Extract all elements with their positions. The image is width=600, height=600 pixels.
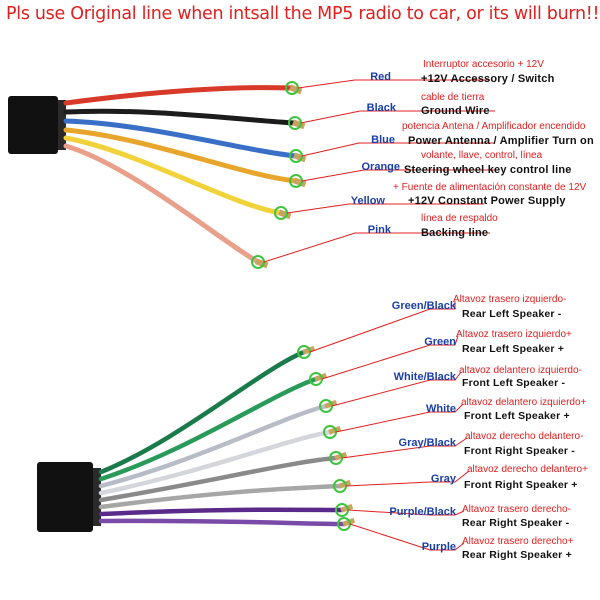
top-en-0: +12V Accessory / Switch xyxy=(421,73,555,85)
top-en-2: Power Antenna / Amplifier Turn on xyxy=(408,135,594,147)
bottom-es-2: altavoz delantero izquierdo- xyxy=(459,365,582,376)
wire-connector-icon xyxy=(334,451,348,461)
top-wire-3 xyxy=(63,127,299,184)
bottom-es-4: altavoz derecho delantero- xyxy=(465,431,584,442)
wire-connector-icon xyxy=(342,517,356,527)
wire-connector-icon xyxy=(328,425,342,435)
top-color-name-5: Pink xyxy=(367,224,391,236)
bottom-en-7: Rear Right Speaker + xyxy=(462,549,572,561)
top-color-name-4: Yellow xyxy=(350,195,385,207)
top-wire-4 xyxy=(63,135,284,216)
bottom-wire-2 xyxy=(98,403,329,489)
bottom-color-name-0: Green/Black xyxy=(391,300,456,312)
top-connector-collar xyxy=(58,100,66,150)
bottom-color-name-3: White xyxy=(426,403,456,415)
bottom-leader-6 xyxy=(347,509,465,516)
bottom-wire-0 xyxy=(98,349,307,475)
wire-connector-icon xyxy=(293,152,307,163)
bottom-en-6: Rear Right Speaker - xyxy=(462,517,570,529)
bottom-es-3: altavoz delantero izquierdo+ xyxy=(461,397,587,408)
bottom-leader-7 xyxy=(349,523,465,551)
wire-connector-icon xyxy=(338,479,352,489)
bottom-leader-4 xyxy=(341,437,468,459)
bottom-wire-6 xyxy=(98,507,345,517)
bottom-color-name-6: Purple/Black xyxy=(389,506,456,518)
bottom-wire-5 xyxy=(98,483,343,510)
wire-connector-icon xyxy=(255,258,269,269)
bottom-wire-1 xyxy=(98,376,319,482)
wire-connector-icon xyxy=(340,503,354,513)
wire-connector-icon xyxy=(293,177,307,188)
bottom-color-name-1: Green xyxy=(424,336,456,348)
bottom-color-name-4: Gray/Black xyxy=(398,437,456,449)
top-leader-3 xyxy=(301,169,499,182)
top-wire-0 xyxy=(63,85,295,106)
bottom-en-0: Rear Left Speaker - xyxy=(462,308,562,320)
bottom-es-7: Altavoz trasero derecho+ xyxy=(462,536,574,547)
bottom-color-name-5: Gray xyxy=(430,473,456,485)
wire-connector-icon xyxy=(314,372,328,382)
top-color-name-2: Blue xyxy=(371,134,395,146)
bottom-wire-7 xyxy=(98,518,347,527)
warning-banner: Pls use Original line when intsall the M… xyxy=(6,4,600,24)
top-es-1: cable de tierra xyxy=(421,92,485,103)
top-es-3: volante, llave, control, línea xyxy=(421,150,543,161)
top-es-0: Interruptor accesorio + 12V xyxy=(423,59,544,70)
top-es-4: + Fuente de alimentación constante de 12… xyxy=(393,182,587,193)
top-en-4: +12V Constant Power Supply xyxy=(408,195,566,207)
top-leader-2 xyxy=(301,142,494,157)
bottom-es-6: Altavoz trasero derecho- xyxy=(462,504,571,515)
top-wire-5 xyxy=(63,143,261,265)
bottom-wire-4 xyxy=(98,455,339,503)
bottom-wire-3 xyxy=(98,429,333,496)
top-es-5: línea de respaldo xyxy=(421,213,498,224)
bottom-es-1: Altavoz trasero izquierdo+ xyxy=(456,329,572,340)
bottom-leader-5 xyxy=(345,470,470,487)
bottom-en-5: Front Right Speaker + xyxy=(464,479,578,491)
wire-connector-icon xyxy=(292,119,306,130)
bottom-leader-3 xyxy=(335,403,464,433)
bottom-en-1: Rear Left Speaker + xyxy=(462,343,565,355)
wire-connector-icon xyxy=(324,399,338,409)
bottom-connector-block xyxy=(37,462,93,532)
bottom-color-name-2: White/Black xyxy=(393,371,456,383)
top-wire-2 xyxy=(63,118,299,159)
bottom-leader-0 xyxy=(309,301,456,353)
bottom-en-2: Front Left Speaker - xyxy=(462,377,566,389)
top-leader-0 xyxy=(297,79,490,89)
bottom-connector-collar xyxy=(93,468,101,526)
top-leader-1 xyxy=(300,110,495,124)
bottom-leader-2 xyxy=(331,371,462,407)
bottom-color-name-7: Purple xyxy=(421,541,456,553)
wire-connector-icon xyxy=(302,345,316,355)
bottom-es-5: altavoz derecho delantero+ xyxy=(467,464,588,475)
bottom-leader-1 xyxy=(321,335,459,380)
top-color-name-1: Black xyxy=(366,102,396,114)
bottom-en-3: Front Left Speaker + xyxy=(464,410,570,422)
top-leader-5 xyxy=(263,232,490,263)
top-color-name-3: Orange xyxy=(361,161,400,173)
bottom-en-4: Front Right Speaker - xyxy=(464,445,575,457)
top-connector-block xyxy=(8,96,58,154)
top-wire-1 xyxy=(63,108,298,126)
top-en-5: Backing line xyxy=(421,227,489,239)
top-color-name-0: Red xyxy=(370,71,391,83)
top-en-3: Steering wheel key control line xyxy=(404,164,572,176)
top-leader-4 xyxy=(286,203,484,214)
bottom-es-0: Altavoz trasero izquierdo- xyxy=(453,294,567,305)
top-en-1: Ground Wire xyxy=(421,105,490,117)
wire-connector-icon xyxy=(278,209,292,220)
wire-connector-icon xyxy=(289,84,303,95)
top-es-2: potencia Antena / Amplificador encendido xyxy=(402,121,586,132)
